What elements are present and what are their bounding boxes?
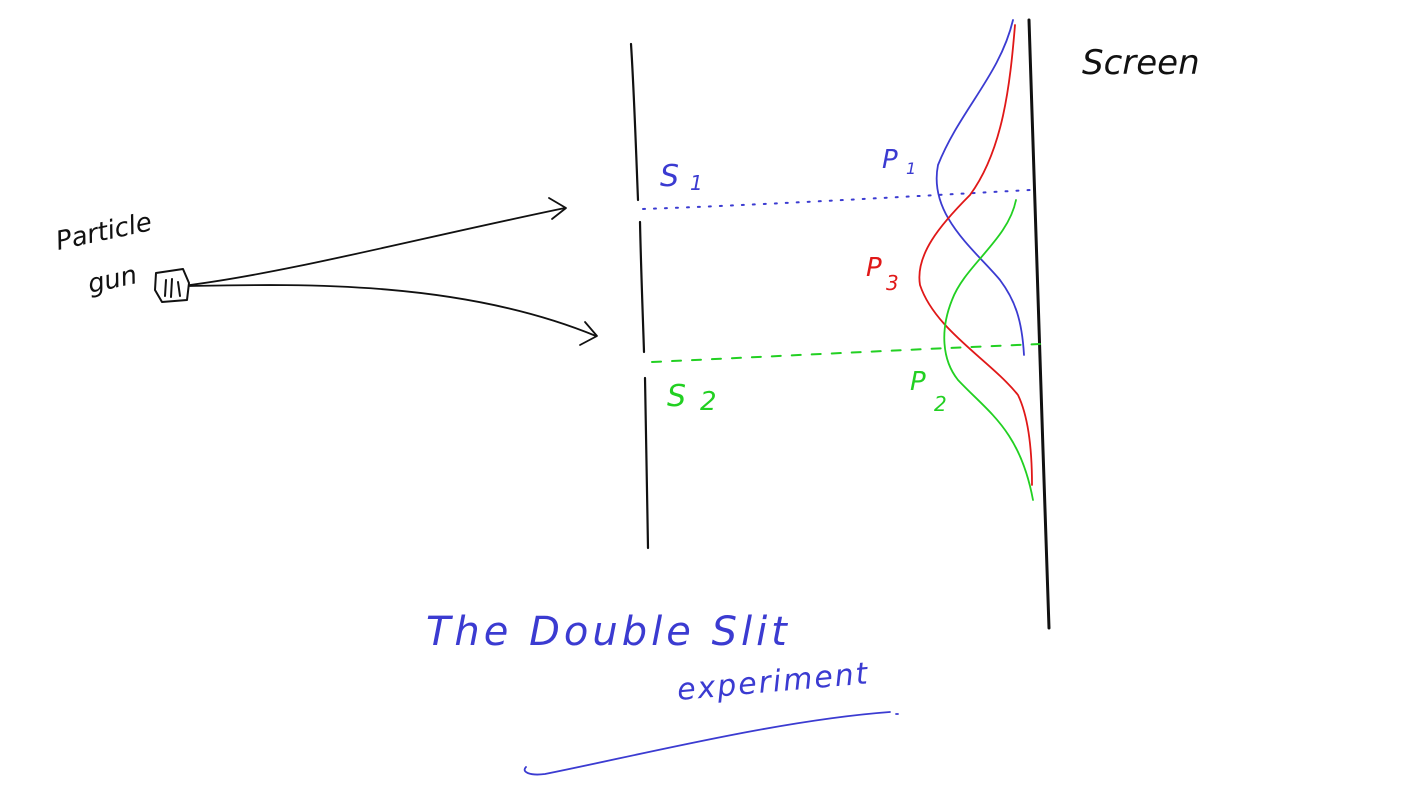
title-underline [523, 711, 899, 776]
gun-body [154, 268, 190, 303]
p3-subscript: 3 [886, 271, 899, 295]
p1-curve [935, 19, 1025, 356]
gun-mark-2 [170, 278, 173, 298]
p3-curve [918, 24, 1033, 486]
p2-curve [943, 199, 1034, 501]
particle-gun [154, 268, 190, 303]
s1-subscript: 1 [690, 171, 703, 195]
barrier-top-segment [629, 42, 640, 202]
barrier-bottom-segment [643, 376, 650, 550]
trajectory-arrows [189, 197, 598, 346]
upper-trajectory [189, 207, 566, 286]
particle-gun-label-line1: Particle [53, 207, 154, 257]
title-line2: experiment [676, 656, 871, 708]
gun-mark-1 [164, 279, 167, 297]
p3-label: P [866, 253, 882, 283]
lower-arrowhead [579, 321, 598, 346]
slit-barrier [629, 42, 650, 550]
gun-mark-3 [177, 281, 181, 297]
s2-dashed-line [651, 343, 1041, 363]
p1-label: P [882, 145, 898, 175]
title-line1: The Double Slit [426, 609, 791, 655]
s2-label: S [667, 379, 686, 414]
s1-label: S [660, 159, 679, 194]
s2-subscript: 2 [700, 387, 717, 417]
screen-label: Screen [1082, 43, 1200, 83]
particle-gun-label-line2: gun [85, 260, 140, 300]
p2-subscript: 2 [934, 392, 947, 416]
barrier-middle-segment [638, 220, 646, 354]
p2-label: P [910, 367, 926, 397]
screen-line [1027, 18, 1051, 630]
lower-trajectory [189, 284, 597, 337]
p1-subscript: 1 [906, 159, 916, 178]
upper-arrowhead [548, 197, 567, 220]
